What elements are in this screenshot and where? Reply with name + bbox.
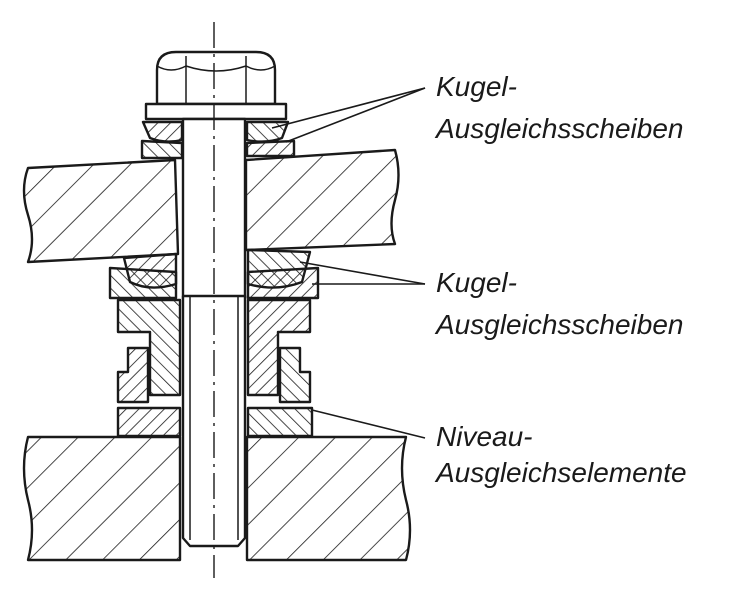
leader-lines <box>271 87 426 439</box>
bolt-head <box>144 50 288 121</box>
upper-spherical-washer-left <box>140 120 184 160</box>
label-middle-line1: Kugel- <box>436 267 517 298</box>
upper-spherical-washer-right <box>245 120 296 158</box>
label-lower-line2: Ausgleichselemente <box>434 457 687 488</box>
label-levelling-elements: Niveau- Ausgleichselemente <box>434 421 687 488</box>
levelling-element-nut <box>116 346 312 404</box>
label-middle-line2: Ausgleichsscheiben <box>434 309 684 340</box>
levelling-element-base <box>116 406 314 438</box>
label-upper-washers: Kugel- Ausgleichsscheiben <box>434 71 684 144</box>
label-upper-line1: Kugel- <box>436 71 517 102</box>
middle-spherical-washer-left <box>108 252 178 300</box>
label-middle-washers: Kugel- Ausgleichsscheiben <box>434 267 684 340</box>
upper-plate <box>22 148 400 264</box>
label-lower-line1: Niveau- <box>436 421 532 452</box>
middle-spherical-washer-right <box>246 248 320 300</box>
levelling-element-sleeve <box>116 298 312 397</box>
label-upper-line2: Ausgleichsscheiben <box>434 113 684 144</box>
base-plate <box>22 435 412 562</box>
